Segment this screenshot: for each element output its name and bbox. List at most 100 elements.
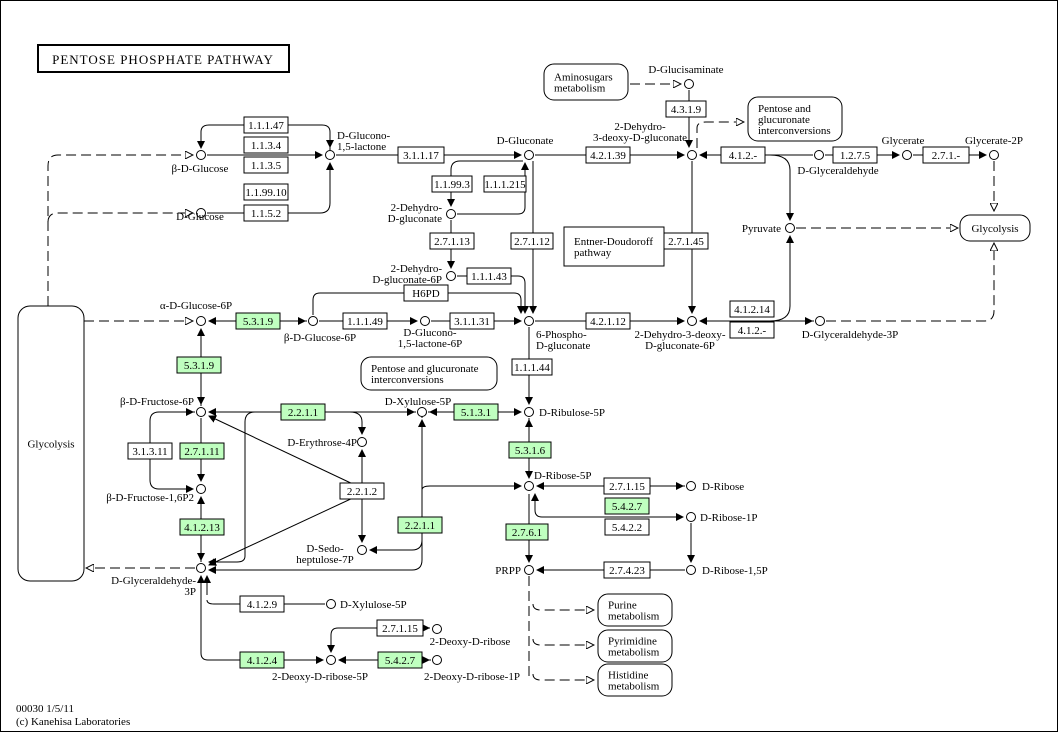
compound-node[interactable] bbox=[196, 316, 206, 326]
enzyme-4-1-2-9[interactable]: 4.1.2.9 bbox=[239, 595, 285, 613]
enzyme-2-7-1-15[interactable]: 2.7.1.15 bbox=[376, 619, 424, 637]
compound-node[interactable] bbox=[446, 271, 456, 281]
compound-node[interactable] bbox=[686, 481, 696, 491]
compound[interactable]: PRPP bbox=[495, 565, 534, 577]
enzyme-5-1-3-1[interactable]: 5.1.3.1 bbox=[453, 403, 499, 421]
compound[interactable]: β-D-Glucose bbox=[172, 150, 229, 176]
map-link-glycolysis[interactable]: Glycolysis bbox=[17, 305, 85, 582]
compound-node[interactable] bbox=[357, 437, 367, 447]
enzyme-2-7-1-11[interactable]: 2.7.1.11 bbox=[179, 442, 225, 460]
compound[interactable]: 6-Phospho-D-gluconate bbox=[524, 316, 591, 353]
compound[interactable]: D-Ribose-1,5P bbox=[686, 565, 768, 577]
compound-node[interactable] bbox=[989, 150, 999, 160]
compound-node[interactable] bbox=[196, 484, 206, 494]
compound[interactable]: β-D-Fructose-6P bbox=[120, 396, 206, 417]
compound[interactable]: β-D-Fructose-1,6P2 bbox=[106, 484, 206, 505]
enzyme-H6PD[interactable]: H6PD bbox=[403, 284, 449, 302]
enzyme-1-2-7-5[interactable]: 1.2.7.5 bbox=[832, 146, 878, 164]
compound-node[interactable] bbox=[687, 150, 697, 160]
compound[interactable]: D-Ribose bbox=[686, 481, 745, 493]
enzyme-1-1-1-215[interactable]: 1.1.1.215 bbox=[483, 175, 527, 193]
enzyme-4-1-2--[interactable]: 4.1.2.- bbox=[720, 146, 766, 164]
compound[interactable]: α-D-Glucose-6P bbox=[160, 300, 232, 326]
enzyme-5-4-2-7[interactable]: 5.4.2.7 bbox=[604, 497, 650, 515]
enzyme-1-1-1-44[interactable]: 1.1.1.44 bbox=[511, 358, 553, 376]
compound-node[interactable] bbox=[524, 565, 534, 575]
compound-node[interactable] bbox=[326, 655, 336, 665]
compound[interactable]: D-Ribose-1P bbox=[686, 512, 758, 524]
enzyme-1-1-3-5[interactable]: 1.1.3.5 bbox=[243, 156, 289, 174]
enzyme-1-1-99-10[interactable]: 1.1.99.10 bbox=[243, 183, 289, 201]
compound-node[interactable] bbox=[686, 512, 696, 522]
compound-node[interactable] bbox=[686, 565, 696, 575]
enzyme-4-1-2-14[interactable]: 4.1.2.14 bbox=[729, 300, 775, 318]
compound-node[interactable] bbox=[196, 208, 206, 218]
compound[interactable]: 2-Dehydro-D-gluconate-6P bbox=[372, 263, 456, 286]
compound[interactable]: D-Erythrose-4P bbox=[287, 437, 367, 449]
enzyme-4-2-1-39[interactable]: 4.2.1.39 bbox=[585, 146, 631, 164]
compound[interactable]: D-Glyceraldehyde-3P bbox=[802, 316, 899, 342]
compound-node[interactable] bbox=[326, 599, 336, 609]
compound-node[interactable] bbox=[325, 150, 335, 160]
compound-node[interactable] bbox=[432, 624, 442, 634]
compound[interactable]: D-Glucono-1,5-lactone bbox=[325, 130, 391, 160]
map-link-glycolysis[interactable]: Glycolysis bbox=[959, 214, 1031, 242]
enzyme-3-1-1-31[interactable]: 3.1.1.31 bbox=[449, 312, 495, 330]
enzyme-1-1-3-4[interactable]: 1.1.3.4 bbox=[243, 136, 289, 154]
enzyme-2-7-1--[interactable]: 2.7.1.- bbox=[922, 146, 970, 164]
compound-node[interactable] bbox=[196, 150, 206, 160]
compound-node[interactable] bbox=[196, 563, 206, 573]
enzyme-2-7-1-15[interactable]: 2.7.1.15 bbox=[603, 477, 651, 495]
compound[interactable]: 2-Deoxy-D-ribose-1P bbox=[424, 655, 520, 684]
compound-node[interactable] bbox=[814, 150, 824, 160]
compound-node[interactable] bbox=[446, 209, 456, 219]
compound-node[interactable] bbox=[524, 481, 534, 491]
enzyme-4-1-2-4[interactable]: 4.1.2.4 bbox=[239, 651, 285, 669]
compound[interactable]: Glycerate bbox=[882, 135, 925, 160]
compound[interactable]: Pyruvate bbox=[742, 223, 795, 235]
compound-node[interactable] bbox=[524, 150, 534, 160]
enzyme-5-3-1-9[interactable]: 5.3.1.9 bbox=[176, 356, 222, 374]
enzyme-1-1-1-49[interactable]: 1.1.1.49 bbox=[342, 312, 388, 330]
enzyme-5-4-2-2[interactable]: 5.4.2.2 bbox=[604, 518, 650, 536]
compound-node[interactable] bbox=[524, 407, 534, 417]
enzyme-3-1-3-11[interactable]: 3.1.3.11 bbox=[127, 442, 173, 460]
enzyme-5-3-1-9[interactable]: 5.3.1.9 bbox=[235, 312, 281, 330]
enzyme-1-1-99-3[interactable]: 1.1.99.3 bbox=[431, 175, 473, 193]
enzyme-2-7-1-13[interactable]: 2.7.1.13 bbox=[429, 232, 475, 250]
enzyme-2-2-1-2[interactable]: 2.2.1.2 bbox=[339, 482, 385, 500]
enzyme-4-2-1-12[interactable]: 4.2.1.12 bbox=[585, 312, 631, 330]
compound-node[interactable] bbox=[815, 316, 825, 326]
compound[interactable]: 2-Deoxy-D-ribose bbox=[430, 624, 511, 649]
enzyme-5-3-1-6[interactable]: 5.3.1.6 bbox=[508, 441, 552, 459]
compound[interactable]: D-Xylulose-5P bbox=[385, 396, 452, 417]
compound-node[interactable] bbox=[308, 316, 318, 326]
compound[interactable]: D-Glucose bbox=[176, 208, 224, 224]
enzyme-2-7-4-23[interactable]: 2.7.4.23 bbox=[603, 561, 651, 579]
enzyme-4-3-1-9[interactable]: 4.3.1.9 bbox=[665, 100, 707, 118]
compound[interactable]: 2-Dehydro-3-deoxy-D-gluconate-6P bbox=[634, 316, 726, 353]
compound-node[interactable] bbox=[684, 79, 694, 89]
compound-node[interactable] bbox=[432, 655, 442, 665]
compound[interactable]: 2-Dehydro-D-gluconate bbox=[388, 202, 456, 225]
compound[interactable]: D-Glucono-1,5-lactone-6P bbox=[398, 316, 462, 351]
enzyme-2-7-6-1[interactable]: 2.7.6.1 bbox=[505, 523, 549, 541]
compound-node[interactable] bbox=[687, 316, 697, 326]
compound-node[interactable] bbox=[196, 407, 206, 417]
compound[interactable]: D-Glyceraldehyde-3P bbox=[111, 563, 206, 599]
compound-node[interactable] bbox=[357, 545, 367, 555]
enzyme-3-1-1-17[interactable]: 3.1.1.17 bbox=[397, 146, 445, 164]
compound[interactable]: D-Ribulose-5P bbox=[524, 407, 606, 419]
compound[interactable]: Glycerate-2P bbox=[965, 135, 1023, 160]
compound[interactable]: D-Xylulose-5P bbox=[326, 599, 407, 611]
enzyme-2-2-1-1[interactable]: 2.2.1.1 bbox=[280, 403, 326, 421]
compound[interactable]: D-Glucisaminate bbox=[648, 64, 724, 89]
enzyme-1-1-5-2[interactable]: 1.1.5.2 bbox=[243, 204, 289, 222]
compound-node[interactable] bbox=[420, 316, 430, 326]
